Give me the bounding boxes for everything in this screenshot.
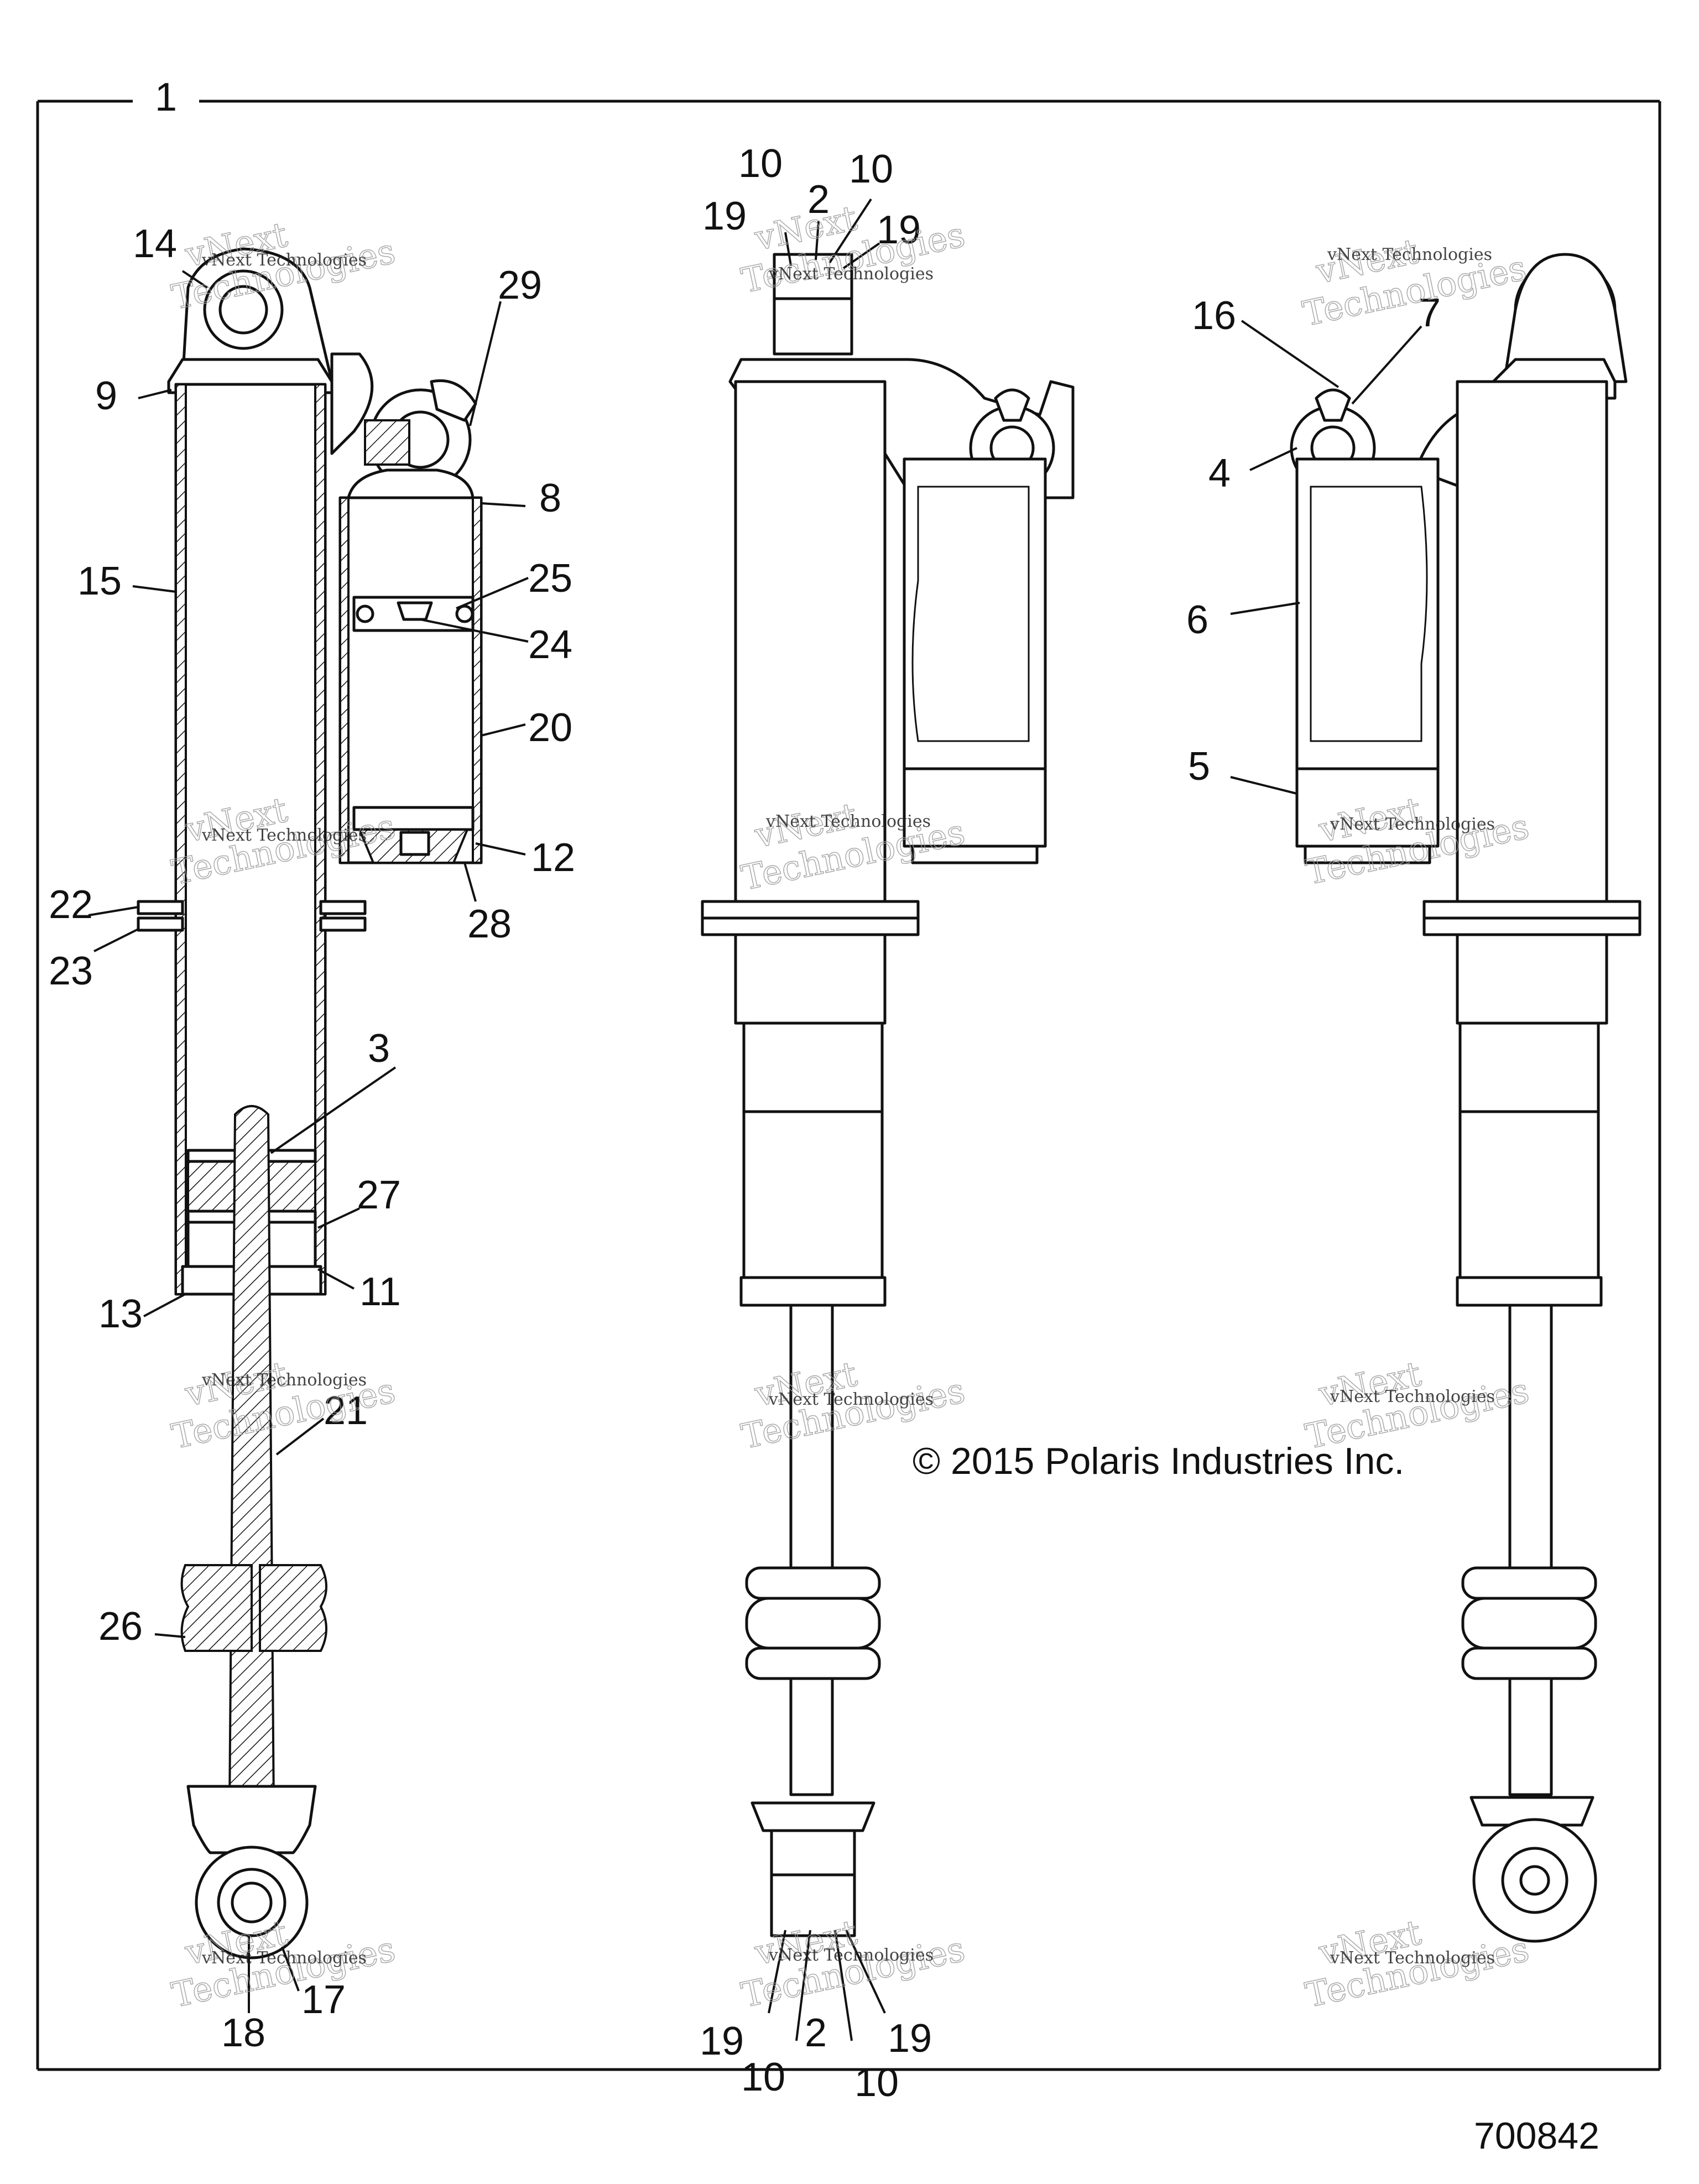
diagram-frame bbox=[36, 100, 1661, 2071]
callout-24: 24 bbox=[528, 623, 572, 667]
callout-10-bottom-right: 10 bbox=[854, 2061, 899, 2105]
callout-18: 18 bbox=[221, 2011, 265, 2055]
callout-2-bottom: 2 bbox=[805, 2011, 827, 2055]
callout-28: 28 bbox=[467, 902, 512, 946]
document-number: 700842 bbox=[1474, 2115, 1599, 2157]
watermark-text: vNext Technologies bbox=[768, 264, 934, 284]
callout-13: 13 bbox=[98, 1292, 143, 1336]
callout-4: 4 bbox=[1208, 451, 1231, 496]
callout-22: 22 bbox=[49, 883, 93, 927]
watermark-text: vNext Technologies bbox=[768, 1390, 934, 1409]
callout-19-bottom-left: 19 bbox=[700, 2019, 744, 2063]
callout-25: 25 bbox=[528, 556, 572, 601]
callout-23: 23 bbox=[49, 949, 93, 993]
callout-14: 14 bbox=[133, 222, 177, 266]
callout-19-bottom-right: 19 bbox=[888, 2016, 932, 2061]
watermark-text: vNext Technologies bbox=[768, 1946, 934, 1965]
shock-cross-section bbox=[137, 247, 483, 1959]
leader-lines bbox=[88, 198, 1422, 2041]
callout-19-top-left: 19 bbox=[702, 194, 747, 238]
callout-10-top-right: 10 bbox=[849, 147, 893, 191]
callout-10-bottom-left: 10 bbox=[741, 2055, 785, 2099]
watermark-text: vNext Technologies bbox=[201, 251, 367, 270]
callout-6: 6 bbox=[1186, 598, 1208, 642]
callout-7: 7 bbox=[1419, 291, 1441, 335]
watermark-text: vNext Technologies bbox=[1330, 1387, 1495, 1406]
callout-19-top-right: 19 bbox=[877, 208, 921, 252]
watermark-text: vNext Technologies bbox=[201, 1370, 367, 1390]
watermark-text: vNext Technologies bbox=[201, 826, 367, 845]
callout-2-top: 2 bbox=[807, 178, 830, 222]
callout-10-top-left: 10 bbox=[738, 142, 783, 186]
callout-16: 16 bbox=[1192, 294, 1236, 338]
callout-20: 20 bbox=[528, 706, 572, 750]
callout-12: 12 bbox=[531, 836, 575, 880]
callout-15: 15 bbox=[77, 559, 122, 603]
callout-21: 21 bbox=[324, 1389, 368, 1433]
callout-27: 27 bbox=[357, 1173, 401, 1217]
watermark-text: vNext Technologies bbox=[1327, 245, 1492, 264]
callout-17: 17 bbox=[301, 1978, 346, 2022]
callout-5: 5 bbox=[1188, 744, 1210, 789]
copyright-notice: © 2015 Polaris Industries Inc. bbox=[913, 1440, 1404, 1482]
shock-front-view bbox=[701, 253, 1075, 1937]
watermark-text: vNext Technologies bbox=[765, 812, 931, 831]
callout-labels: 1 14 9 15 29 8 25 24 20 12 28 22 23 3 27… bbox=[49, 75, 1441, 2105]
callout-29: 29 bbox=[498, 263, 542, 307]
shock-side-view bbox=[1290, 253, 1641, 1943]
callout-3: 3 bbox=[368, 1026, 390, 1071]
watermark-text: vNext Technologies bbox=[1330, 1948, 1495, 1968]
callout-8: 8 bbox=[539, 476, 561, 520]
watermark-text: vNext Technologies bbox=[201, 1948, 367, 1968]
callout-1: 1 bbox=[155, 75, 177, 119]
callout-9: 9 bbox=[95, 374, 117, 418]
callout-11: 11 bbox=[359, 1270, 401, 1314]
watermark-text: vNext Technologies bbox=[1330, 815, 1495, 834]
callout-26: 26 bbox=[98, 1604, 143, 1649]
